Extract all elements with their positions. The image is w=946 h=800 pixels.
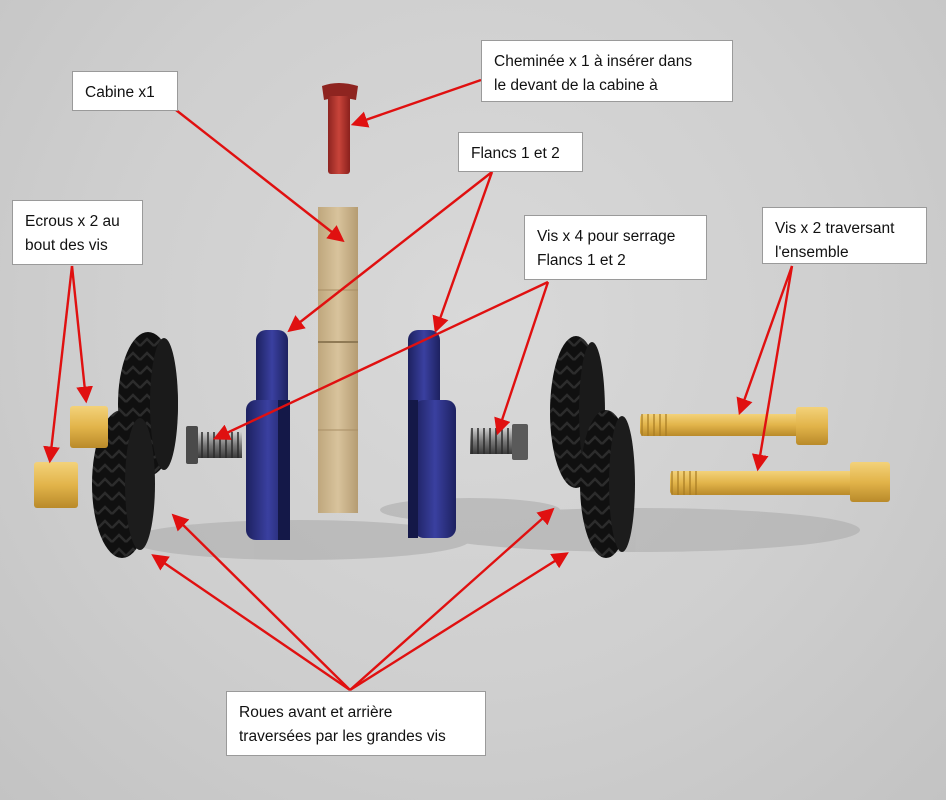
long-screw-lower-part xyxy=(670,462,890,502)
wheel-right-front-part xyxy=(580,410,635,558)
arrow-ecrous-lower xyxy=(43,265,74,464)
arrow-roues-2 xyxy=(171,513,351,691)
nut-upper-part xyxy=(70,406,108,448)
label-cheminee: Cheminée x 1 à insérer dans le devant de… xyxy=(481,40,733,102)
arrow-roues-1 xyxy=(151,554,351,691)
flank-right-part xyxy=(408,330,456,538)
long-screw-upper-part xyxy=(640,407,828,445)
nut-lower-part xyxy=(34,462,78,508)
label-vis2-line2: l'ensemble xyxy=(775,244,849,261)
arrow-cheminee xyxy=(350,78,482,128)
arrow-cabine xyxy=(175,109,345,243)
arrow-ecrous-upper xyxy=(70,265,93,404)
arrow-flancs-left xyxy=(287,171,493,333)
arrow-vis4-left xyxy=(212,280,549,440)
arrow-roues-3 xyxy=(349,507,555,691)
callout-arrows xyxy=(43,78,794,692)
arrow-vis4-right xyxy=(494,281,550,436)
label-ecrous: Ecrous x 2 au bout des vis xyxy=(12,200,143,265)
arrow-vis2-upper xyxy=(736,265,794,416)
label-ecrous-line2: bout des vis xyxy=(25,237,108,254)
label-vis2: Vis x 2 traversant l'ensemble xyxy=(762,207,927,264)
label-roues: Roues avant et arrière traversées par le… xyxy=(226,691,486,756)
arrow-roues-4 xyxy=(349,552,569,692)
label-roues-line1: Roues avant et arrière xyxy=(239,704,393,721)
label-ecrous-line1: Ecrous x 2 au xyxy=(25,213,120,230)
label-cabine-line1: Cabine x1 xyxy=(85,84,155,101)
label-flancs-line1: Flancs 1 et 2 xyxy=(471,145,560,162)
label-vis4-line2: Flancs 1 et 2 xyxy=(537,252,626,269)
arrow-vis2-lower xyxy=(751,265,794,472)
arrow-flancs-right xyxy=(432,171,494,334)
cabin-wood-part xyxy=(318,207,358,513)
label-vis4-line1: Vis x 4 pour serrage xyxy=(537,228,676,245)
label-cheminee-line1: Cheminée x 1 à insérer dans xyxy=(494,53,693,70)
label-cabine: Cabine x1 xyxy=(72,71,178,111)
small-bolt-left-part xyxy=(186,426,242,464)
label-cheminee-line2: le devant de la cabine à xyxy=(494,77,658,94)
label-flancs: Flancs 1 et 2 xyxy=(458,132,583,172)
label-roues-line2: traversées par les grandes vis xyxy=(239,728,446,745)
floor-shadows xyxy=(130,498,860,560)
label-vis4: Vis x 4 pour serrage Flancs 1 et 2 xyxy=(524,215,707,280)
flank-left-part xyxy=(246,330,290,540)
chimney-part xyxy=(322,83,358,174)
label-vis2-line1: Vis x 2 traversant xyxy=(775,220,895,237)
